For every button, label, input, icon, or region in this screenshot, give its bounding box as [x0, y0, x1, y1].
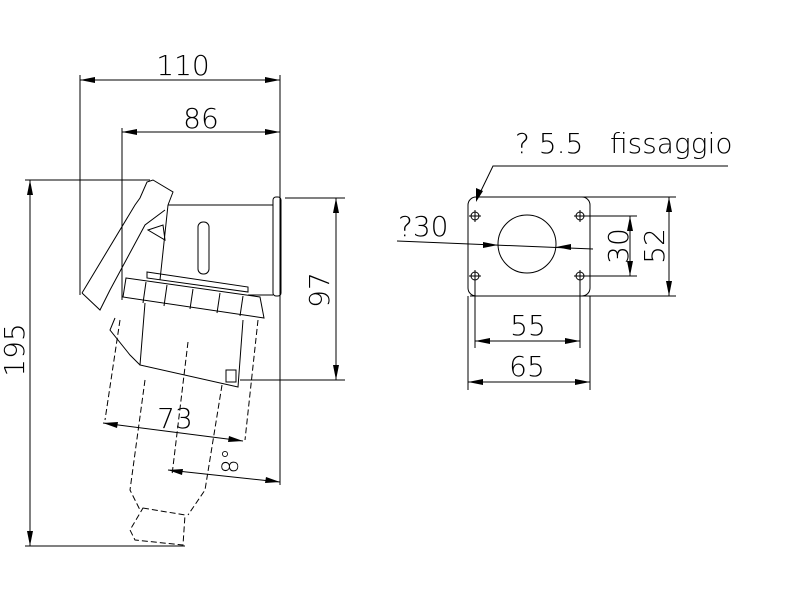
plug-outline: [104, 319, 121, 421]
dim-line-8deg: [167, 469, 281, 483]
hole-note: ? 5.5 fissaggio: [515, 127, 732, 160]
hinged-cover: [81, 179, 174, 294]
dim-line-73: [102, 422, 244, 442]
side-view: 110 86 195 97: [0, 49, 345, 547]
dim-97-label: 97: [303, 272, 336, 308]
ring-nut: [122, 277, 265, 319]
dim-30-label: 30: [602, 228, 635, 264]
mounting-flange: [272, 196, 282, 297]
dim-55-label: 55: [510, 309, 546, 342]
dim-110-label: 110: [156, 49, 209, 82]
dim-86-label: 86: [183, 102, 219, 135]
dim-angle-label: 8°: [219, 449, 244, 474]
dim-center-hole-label: ?30: [398, 210, 449, 243]
dim-195-label: 195: [0, 323, 31, 376]
socket-body: [139, 302, 244, 388]
dim-65-label: 65: [509, 350, 545, 383]
lever: [197, 221, 210, 275]
center-hole: [497, 214, 557, 274]
dim-52-label: 52: [638, 228, 671, 264]
mounting-plate-view: ? 5.5 fissaggio ?30 30 52 55 65: [396, 127, 732, 390]
dim-73-label: 73: [157, 402, 193, 435]
